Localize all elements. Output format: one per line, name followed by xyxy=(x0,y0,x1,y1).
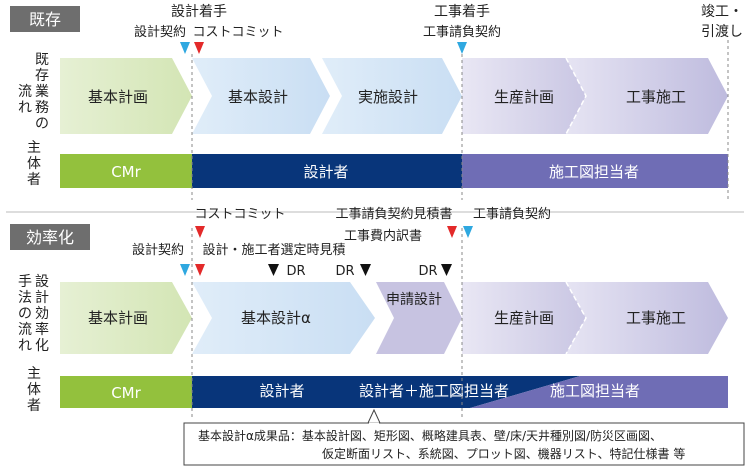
eff-phase-basic-plan xyxy=(60,282,192,354)
section-label-existing: 既存 xyxy=(29,10,61,29)
existing-phase-label-1: 基本計画 xyxy=(88,88,148,106)
row-label-efficient-actor-2: 体 xyxy=(27,382,41,398)
eff-phase-divider xyxy=(565,281,587,355)
existing-phase-label-2: 基本設計 xyxy=(228,88,288,106)
eff-dr-label-2: DR xyxy=(335,264,354,279)
eff-phase-label-3: 申請設計 xyxy=(386,292,442,308)
eff-marker-contract xyxy=(463,226,473,238)
eff-marker-design-contract xyxy=(180,264,190,276)
row-label-efficient-flow-10: れ xyxy=(18,338,32,354)
existing-actor-label-3: 施工図担当者 xyxy=(549,163,639,181)
existing-actor-label-1: CMr xyxy=(111,163,141,181)
row-label-efficient-flow-3: 効 xyxy=(35,306,49,322)
eff-phase-construction xyxy=(566,282,728,354)
row-label-existing-flow-7: れ xyxy=(18,100,32,116)
eff-marker-contractor-select xyxy=(195,264,205,276)
existing-actor-cmr xyxy=(60,154,192,188)
existing-phase-detailed-design xyxy=(322,58,462,134)
row-label-existing-flow-5: の xyxy=(35,116,49,132)
note-line-1: 基本設計α成果品：基本設計図、矩形図、概略建具表、壁/床/天井種別図/防災区画図… xyxy=(198,428,662,443)
eff-actor-label-4: 施工図担当者 xyxy=(550,382,640,400)
section-label-efficient-bg xyxy=(10,224,90,250)
row-label-existing-actor-1: 主 xyxy=(27,140,41,156)
eff-marker-dr-2 xyxy=(360,264,371,276)
row-label-efficient-flow-8: の xyxy=(18,306,32,322)
milestone-cost-commit: コストコミット xyxy=(192,25,283,40)
eff-milestone-design-contract: 設計契約 xyxy=(132,242,184,258)
row-label-existing-flow-4: 務 xyxy=(35,100,49,116)
eff-marker-dr-1 xyxy=(268,264,279,276)
row-label-existing-flow-3: 業 xyxy=(35,84,49,100)
section-label-existing-bg xyxy=(10,6,80,32)
eff-phase-label-1: 基本計画 xyxy=(88,309,148,327)
eff-marker-dr-3 xyxy=(441,264,452,276)
row-label-efficient-flow-5: 化 xyxy=(35,338,49,354)
eff-milestone-contractor-select: 設計・施工者選定時見積 xyxy=(202,242,345,258)
eff-phase-label-5: 工事施工 xyxy=(626,309,686,327)
section-label-efficient: 効率化 xyxy=(26,228,74,247)
eff-phase-permit-design xyxy=(376,282,462,354)
eff-milestone-contract: 工事請負契約 xyxy=(473,207,551,222)
eff-actor-label-1: CMr xyxy=(111,384,141,402)
existing-actor-label-2: 設計者 xyxy=(303,163,348,181)
eff-dr-label-1: DR xyxy=(286,264,305,279)
note-box xyxy=(183,422,745,466)
row-label-efficient-actor-3: 者 xyxy=(27,398,41,414)
row-label-existing-actor-3: 者 xyxy=(27,172,41,188)
row-label-efficient-flow-4: 率 xyxy=(35,321,49,338)
row-label-efficient-flow-2: 計 xyxy=(35,290,49,306)
existing-phase-basic-plan xyxy=(60,58,192,134)
row-label-existing-actor-2: 体 xyxy=(27,156,41,172)
marker-construction-contract xyxy=(457,42,467,54)
row-label-efficient-flow-9: 流 xyxy=(18,322,32,338)
existing-phase-basic-design xyxy=(192,58,330,134)
eff-dr-label-3: DR xyxy=(418,264,437,279)
row-label-existing-flow-2: 存 xyxy=(35,68,49,84)
eff-actor-label-2: 設計者 xyxy=(259,382,304,400)
eff-phase-basic-design-alpha xyxy=(192,282,375,354)
milestone-completion-1: 竣工・ xyxy=(701,4,743,20)
eff-actor-drawing xyxy=(470,376,728,408)
eff-marker-estimate xyxy=(447,226,457,238)
marker-cost-commit xyxy=(194,42,204,54)
eff-phase-production-plan xyxy=(462,282,586,354)
eff-actor-cmr xyxy=(60,376,192,408)
eff-marker-cost-commit xyxy=(195,226,205,238)
eff-milestone-estimate: 工事請負契約見積書 xyxy=(335,207,452,222)
eff-milestone-cost-commit: コストコミット xyxy=(194,207,285,222)
milestone-construction-contract: 工事請負契約 xyxy=(423,25,501,40)
eff-milestone-breakdown: 工事費内訳書 xyxy=(344,228,422,244)
note-pointer xyxy=(367,408,381,424)
row-label-efficient-flow-6: 手 xyxy=(18,274,32,290)
existing-actor-drawing xyxy=(462,154,728,188)
row-label-existing-flow-1: 既 xyxy=(35,52,49,68)
existing-phase-production-plan xyxy=(462,58,586,134)
row-label-existing-flow-6: 流 xyxy=(18,84,32,100)
existing-phase-label-3: 実施設計 xyxy=(358,88,418,106)
existing-phase-construction xyxy=(566,58,728,134)
existing-actor-designer xyxy=(192,154,462,188)
eff-phase-label-2: 基本設計α xyxy=(241,309,311,327)
row-label-efficient-actor-1: 主 xyxy=(27,366,41,382)
eff-actor-label-3: 設計者＋施工図担当者 xyxy=(359,382,509,400)
note-line-2: 仮定断面リスト、系統図、プロット図、機器リスト、特記仕様書 等 xyxy=(322,446,685,461)
milestone-design-contract: 設計契約 xyxy=(134,24,186,40)
marker-design-contract xyxy=(180,42,190,54)
row-label-efficient-flow-7: 法 xyxy=(18,290,32,306)
existing-phase-divider xyxy=(565,57,587,135)
existing-phase-label-4: 生産計画 xyxy=(494,88,554,106)
eff-phase-label-4: 生産計画 xyxy=(494,309,554,327)
existing-phase-label-5: 工事施工 xyxy=(626,88,686,106)
row-label-efficient-flow-1: 設 xyxy=(35,274,49,290)
milestone-design-start: 設計着手 xyxy=(171,4,227,20)
milestone-completion-2: 引渡し xyxy=(701,24,743,40)
milestone-construction-start: 工事着手 xyxy=(434,4,490,20)
eff-actor-designer xyxy=(192,376,580,408)
